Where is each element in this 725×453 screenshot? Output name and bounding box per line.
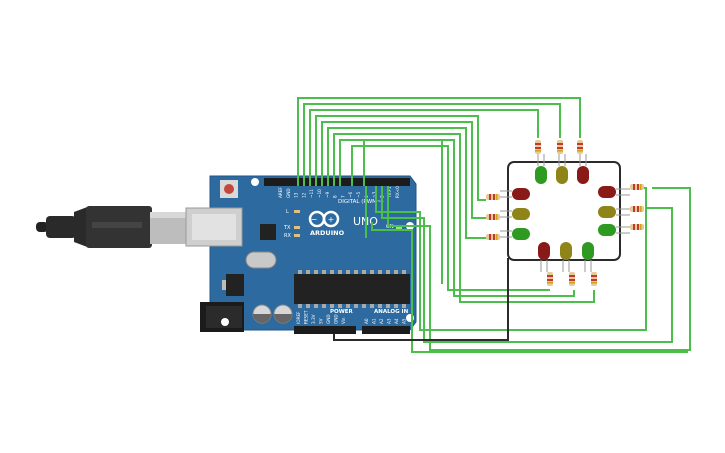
resistor xyxy=(547,272,553,286)
arduino-logo: − + xyxy=(308,210,340,228)
led-green xyxy=(582,242,594,272)
resistor xyxy=(630,184,644,190)
pin-label: ~3 xyxy=(372,191,377,198)
power-header[interactable] xyxy=(294,326,356,334)
resistor xyxy=(577,140,583,154)
svg-text:−: − xyxy=(311,215,318,224)
pin-label: 7 xyxy=(340,195,345,198)
board-brand: ARDUINO xyxy=(310,229,345,237)
pin-label: TX>1 xyxy=(387,186,392,199)
pin-label: 3.3V xyxy=(311,314,316,324)
reset-button-icon[interactable] xyxy=(220,180,238,198)
resistor xyxy=(486,214,500,220)
resistor xyxy=(486,234,500,240)
pin-label: 5V xyxy=(319,318,324,324)
resistors xyxy=(486,140,644,286)
svg-text:+: + xyxy=(328,215,335,224)
analog-header[interactable] xyxy=(362,326,410,334)
pin-label: GND xyxy=(286,188,291,198)
resistor xyxy=(557,140,563,154)
resistor xyxy=(591,272,597,286)
resistor xyxy=(535,140,541,154)
pin-label: RX<0 xyxy=(395,186,400,198)
led-yellow xyxy=(500,208,530,220)
pin-label: 8 xyxy=(333,195,338,198)
digital-label: DIGITAL (PWM~) xyxy=(338,199,384,205)
arduino-board: − + ARDUINO UNO DIGITAL (PWM~) POWER ANA… xyxy=(185,175,417,334)
pin-label: ~9 xyxy=(325,191,330,198)
resistor xyxy=(630,224,644,230)
pin-label: ~6 xyxy=(348,191,353,198)
led-yellow xyxy=(556,154,568,184)
resistor xyxy=(630,206,644,212)
l-label: L xyxy=(286,209,289,215)
resistor xyxy=(569,272,575,286)
green-wires[interactable] xyxy=(297,97,691,353)
pin-label: 12 xyxy=(301,192,306,198)
tx-label: TX xyxy=(283,225,291,231)
led-red xyxy=(538,242,550,272)
pin-label: GND xyxy=(334,314,339,324)
pin-label: RESET xyxy=(304,310,309,324)
rx-label: RX xyxy=(284,233,291,239)
pin-label: A1 xyxy=(372,318,377,324)
analog-label: ANALOG IN xyxy=(374,309,409,315)
pin-label: ~10 xyxy=(317,189,322,198)
leds xyxy=(500,154,630,272)
led-green xyxy=(500,228,530,240)
power-label: POWER xyxy=(330,309,354,315)
pin-label: A2 xyxy=(379,318,384,324)
pin-label: ~5 xyxy=(356,191,361,198)
pin-label: Vin xyxy=(341,317,346,324)
led-green xyxy=(535,154,547,184)
led-yellow xyxy=(560,242,572,272)
led-yellow xyxy=(598,206,630,218)
pin-label: A0 xyxy=(364,318,369,324)
digital-header[interactable] xyxy=(264,178,410,186)
led-green xyxy=(598,224,630,236)
pin-label: A3 xyxy=(387,318,392,324)
led-red xyxy=(577,154,589,184)
pin-label: ~11 xyxy=(309,189,314,198)
usb-cable-icon xyxy=(36,206,186,248)
pin-label: IOREF xyxy=(296,311,301,324)
led-red xyxy=(500,188,530,200)
black-wire[interactable] xyxy=(333,258,509,341)
resistor xyxy=(486,194,500,200)
pin-label: AREF xyxy=(278,187,283,198)
led-red xyxy=(598,186,630,198)
pin-label: A4 xyxy=(394,318,399,324)
pin-label: GND xyxy=(326,314,331,324)
pin-label: 13 xyxy=(294,192,299,198)
pin-label: A5 xyxy=(402,318,407,324)
